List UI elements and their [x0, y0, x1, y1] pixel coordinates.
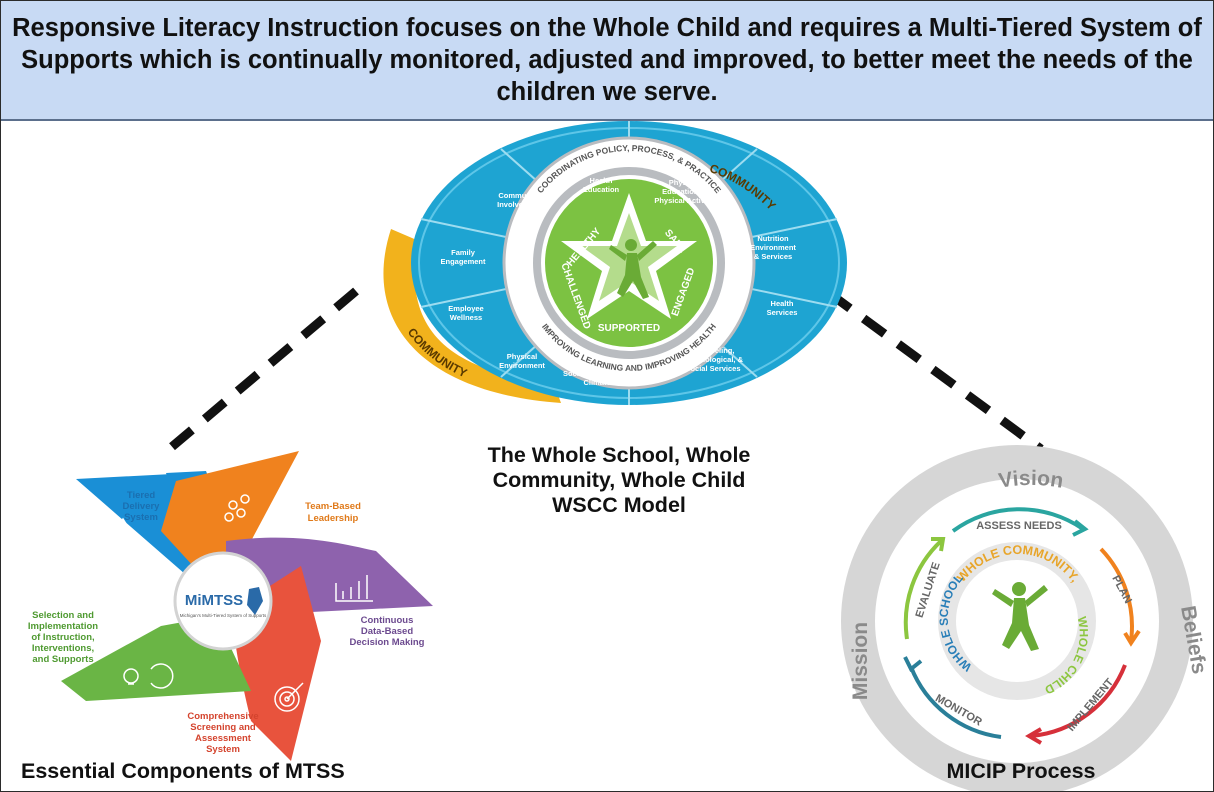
- michigan-icon: [247, 587, 263, 615]
- wscc-caption: The Whole School, Whole Community, Whole…: [439, 443, 799, 518]
- mtss-center-logo: [173, 551, 273, 651]
- micip-caption: MICIP Process: [946, 759, 1096, 783]
- wscc-caption-line1: The Whole School, Whole: [487, 443, 751, 467]
- dashed-connectors: [158, 287, 1044, 460]
- mtss-logo-subtitle: Michigan's Multi-Tiered System of Suppor…: [180, 613, 267, 618]
- wscc-caption-line3: WSCC Model: [552, 493, 686, 517]
- mission-label: Mission: [849, 622, 872, 700]
- segment-label: Counseling,Psychological, &Social Servic…: [683, 346, 744, 373]
- header-title: Responsive Literacy Instruction focuses …: [12, 14, 1202, 106]
- monitor-arrow: [909, 666, 1002, 739]
- micip-whole-ring: [938, 542, 1096, 700]
- implement-arrow: [1030, 664, 1127, 738]
- mtss-pinwheel: MiMTSS Michigan's Multi-Tiered System of…: [28, 451, 433, 761]
- wscc-caption-line2: Community, Whole Child: [492, 468, 746, 492]
- team-icon: [224, 494, 250, 522]
- wscc-model: HEALTHY SAFE ENGAGED SUPPORTED CHALLENGE…: [383, 121, 847, 405]
- pyramid-icon: [107, 517, 139, 542]
- micip-jumping-child-icon: [992, 582, 1048, 651]
- community-swoosh-bottom: [383, 229, 561, 403]
- header-banner: Responsive Literacy Instruction focuses …: [1, 1, 1213, 121]
- connector-left: [158, 287, 359, 460]
- lightbulb-icon: [123, 663, 174, 689]
- bar-chart-icon: [335, 575, 373, 602]
- micip-cycle-arrows: [903, 507, 1134, 739]
- assess-needs-arrow: [951, 507, 1085, 533]
- target-icon: [274, 682, 304, 712]
- jumping-child-icon: [609, 239, 657, 299]
- plan-arrow: [1099, 547, 1134, 642]
- mtss-caption: Essential Components of MTSS: [21, 759, 345, 783]
- evaluate-arrow: [903, 539, 943, 640]
- star-word-supported: SUPPORTED: [598, 323, 660, 334]
- step-assess-needs: ASSESS NEEDS: [976, 520, 1062, 532]
- mtss-logo-text: MiMTSS: [185, 592, 243, 609]
- connector-right: [826, 289, 1044, 453]
